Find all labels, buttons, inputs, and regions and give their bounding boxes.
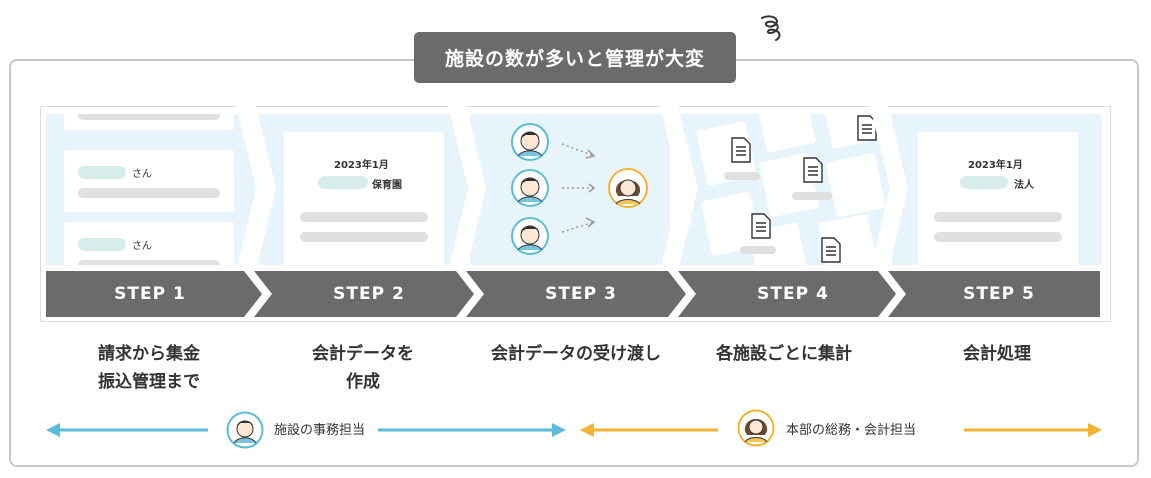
page-title: 施設の数が多いと管理が大変 <box>414 32 736 83</box>
step-2-description: 会計データを作成 <box>312 344 414 392</box>
facility-range-arrow <box>46 423 566 437</box>
document-icon <box>821 237 841 263</box>
documents-collage <box>696 114 886 265</box>
handoff-diagram <box>511 123 648 255</box>
report-document: 2023年1月 保育園 <box>284 132 444 265</box>
summary-org: 法人 <box>1014 180 1034 191</box>
document-icon <box>731 137 751 163</box>
person-female-icon <box>608 168 648 208</box>
step-5-label: STEP 5 <box>963 284 1035 304</box>
step-3-description: 会計データの受け渡し <box>491 344 661 364</box>
role-arrows <box>46 423 1102 437</box>
person-male-icon <box>511 123 549 161</box>
step-2-label: STEP 2 <box>333 284 405 304</box>
step-4-description: 各施設ごとに集計 <box>716 344 852 364</box>
step-3-label: STEP 3 <box>545 284 617 304</box>
step-4-label: STEP 4 <box>757 284 829 304</box>
squiggle-icon <box>761 15 781 41</box>
step-5-description: 会計処理 <box>963 344 1031 364</box>
document-icon <box>803 157 823 183</box>
person-male-icon <box>226 411 264 449</box>
report-date: 2023年1月 <box>334 160 389 171</box>
summary-date: 2023年1月 <box>968 160 1023 171</box>
report-org: 保育園 <box>372 180 402 191</box>
hq-range-arrow <box>580 423 1102 437</box>
step2-illustration: 2023年1月 保育園 <box>258 114 468 265</box>
document-icon <box>857 115 877 141</box>
step5-illustration: 2023年1月 法人 <box>892 114 1102 265</box>
summary-document: 2023年1月 法人 <box>918 132 1078 265</box>
invoice-card <box>64 114 234 130</box>
facility-role-label: 施設の事務担当 <box>274 423 366 438</box>
step-1-description: 請求から集金振込管理まで <box>98 344 200 392</box>
hq-role-label: 本部の総務・会計担当 <box>786 423 917 438</box>
step3-illustration <box>470 114 670 265</box>
person-male-icon <box>511 217 549 255</box>
step4-illustration <box>680 114 890 265</box>
person-female-icon <box>737 409 775 447</box>
customer-suffix: さん <box>132 241 152 252</box>
panel-separators <box>236 106 908 271</box>
step1-illustration: さん さん <box>46 114 256 265</box>
step-1-label: STEP 1 <box>114 284 186 304</box>
customer-suffix: さん <box>132 169 152 180</box>
document-icon <box>751 213 771 239</box>
invoice-card: さん <box>64 150 234 212</box>
invoice-card: さん <box>64 222 234 265</box>
person-male-icon <box>511 169 549 207</box>
step-bar-shapes <box>46 271 1100 317</box>
